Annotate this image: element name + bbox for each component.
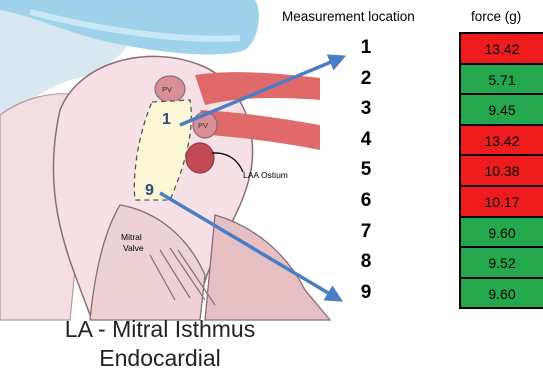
mitral-valve-label-line1: Mitral [121,232,142,242]
location-number-9: 9 [354,282,378,304]
location-number-2: 2 [354,68,378,90]
force-cell-4: 13.42 [461,126,543,157]
laa-ostium-label: LAA Ostium [243,170,288,180]
force-cell-8: 9.52 [461,248,543,279]
force-cell-7: 9.60 [461,218,543,249]
location-number-8: 8 [354,251,378,273]
location-number-1: 1 [354,37,378,59]
location-number-5: 5 [354,159,378,181]
laa-ostium [186,143,214,173]
force-cell-2: 5.71 [461,65,543,96]
mitral-valve-label-line2: Valve [123,243,144,253]
measurement-location-header: Measurement location [282,9,415,24]
panel-title-line1: LA - Mitral Isthmus [0,315,320,344]
panel-title-line2: Endocardial [0,344,320,373]
force-cell-3: 9.45 [461,95,543,126]
pv-label-upper: PV [162,85,172,94]
force-cell-1: 13.42 [461,34,543,65]
force-cell-6: 10.17 [461,187,543,218]
force-cell-9: 9.60 [461,279,543,310]
force-cell-5: 10.38 [461,156,543,187]
point-1-marker: 1 [162,111,171,128]
force-header: force (g) [471,9,521,24]
location-number-4: 4 [354,129,378,151]
pv-label-lower: PV [198,121,208,130]
location-number-6: 6 [354,190,378,212]
location-number-7: 7 [354,221,378,243]
panel-title: LA - Mitral Isthmus Endocardial [0,315,320,373]
location-number-3: 3 [354,98,378,120]
point-9-marker: 9 [145,182,154,199]
